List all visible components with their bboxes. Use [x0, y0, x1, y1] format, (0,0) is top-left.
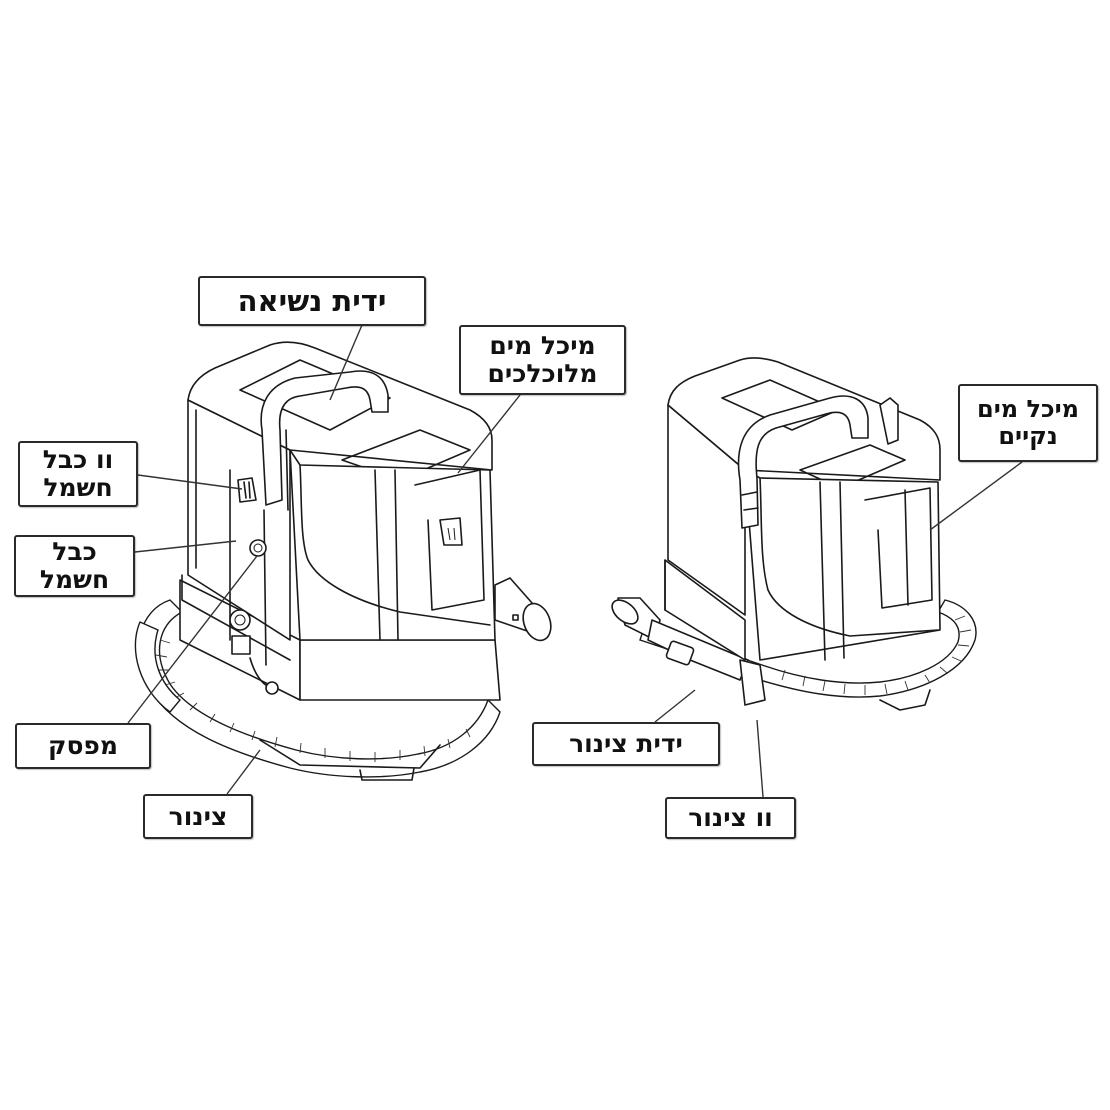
leader-power-cord [134, 540, 237, 553]
label-hose: צינור [143, 794, 253, 839]
left-device-illustration [134, 341, 552, 781]
label-dirty-water-tank-line2: מלוכלכים [487, 359, 598, 388]
label-hose-text: צינור [168, 801, 228, 831]
label-cord-hook-line1: וו כבל [42, 445, 114, 474]
right-device-illustration [611, 357, 977, 711]
label-switch-text: מפסק [48, 731, 118, 760]
leader-hose-handle [654, 689, 696, 723]
label-clean-water-tank-line1: מיכל מים [976, 395, 1080, 424]
label-dirty-water-tank: מיכל מים מלוכלכים [459, 325, 626, 395]
leader-hose [226, 749, 261, 795]
leader-clean-water-tank [929, 461, 1023, 531]
label-hose-handle-text: ידית צינור [569, 729, 683, 758]
leader-carry-handle [329, 324, 363, 401]
leader-switch [127, 555, 258, 724]
label-power-cord-line2: חשמל [39, 565, 110, 594]
label-power-cord: כבל חשמל [14, 535, 135, 597]
label-hose-hook: וו צינור [665, 797, 796, 839]
leader-dirty-water-tank [457, 394, 521, 474]
left-hose-icon [134, 599, 501, 778]
label-hose-hook-text: וו צינור [688, 803, 773, 832]
leader-lines [127, 324, 1023, 798]
label-power-cord-line1: כבל [52, 537, 97, 566]
leader-cord-hook [137, 474, 243, 490]
label-switch: מפסק [15, 723, 151, 769]
label-hose-handle: ידית צינור [532, 722, 720, 766]
label-dirty-water-tank-line1: מיכל מים [489, 331, 596, 360]
label-cord-hook-line2: חשמל [43, 473, 113, 502]
leader-hose-hook [756, 719, 764, 798]
label-clean-water-tank-line2: נקיים [998, 422, 1058, 450]
label-clean-water-tank: מיכל מים נקיים [958, 384, 1098, 462]
label-cord-hook: וו כבל חשמל [18, 441, 138, 507]
label-carry-handle: ידית נשיאה [198, 276, 426, 326]
label-carry-handle-text: ידית נשיאה [237, 283, 387, 318]
